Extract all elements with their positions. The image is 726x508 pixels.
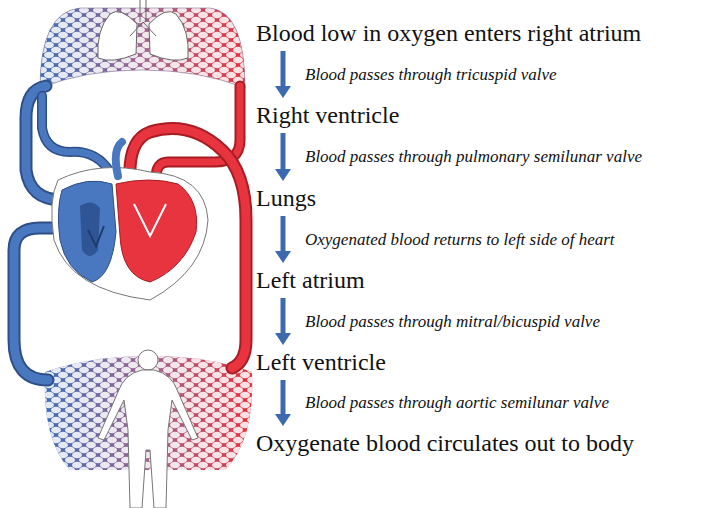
flow-arrow xyxy=(275,298,291,345)
flow-step: Lungs xyxy=(256,184,316,212)
human-figure xyxy=(98,350,198,508)
flow-arrow xyxy=(275,133,291,181)
flow-arrow xyxy=(275,216,291,263)
flow-arrow xyxy=(275,51,291,98)
flow-step: Blood low in oxygen enters right atrium xyxy=(256,19,641,47)
edge-label: Blood passes through aortic semilunar va… xyxy=(305,393,609,413)
edge-label: Oxygenated blood returns to left side of… xyxy=(305,230,615,250)
edge-label: Blood passes through pulmonary semilunar… xyxy=(305,147,642,167)
flow-step: Right ventricle xyxy=(256,101,399,129)
flow-arrow xyxy=(275,380,291,426)
flow-step: Left atrium xyxy=(256,266,365,294)
step-text: Lungs xyxy=(256,184,316,212)
edge-label: Blood passes through mitral/bicuspid val… xyxy=(305,312,600,332)
step-text: Left atrium xyxy=(256,266,365,294)
flow-step: Left ventricle xyxy=(256,348,386,376)
edge-label: Blood passes through tricuspid valve xyxy=(305,65,557,85)
flow-step: Oxygenate blood circulates out to body xyxy=(256,429,634,457)
step-text: Left ventricle xyxy=(256,348,386,376)
pulmonary-capillaries xyxy=(40,8,245,88)
step-text: Right ventricle xyxy=(256,101,399,129)
circulation-illustration xyxy=(0,0,260,508)
heart xyxy=(52,142,208,300)
step-text: Blood low in oxygen enters right atrium xyxy=(256,19,641,47)
step-text: Oxygenate blood circulates out to body xyxy=(256,429,634,457)
lungs xyxy=(98,0,189,60)
